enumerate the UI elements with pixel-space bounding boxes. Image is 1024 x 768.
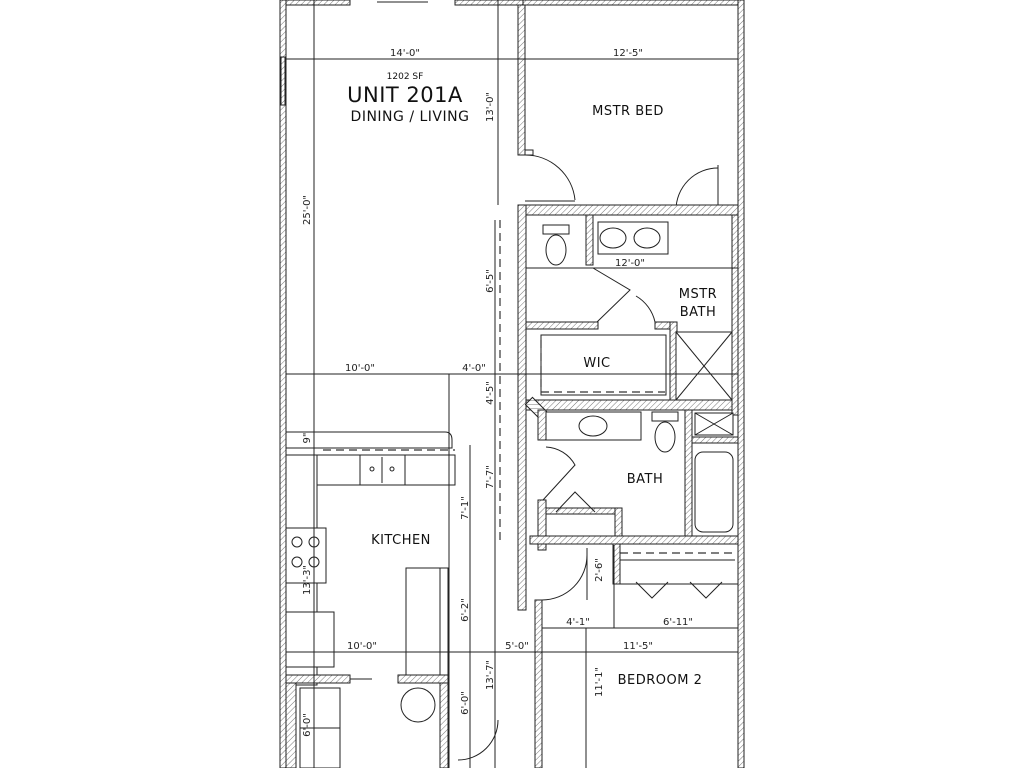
pantry bbox=[405, 567, 442, 679]
dimension-lines bbox=[285, 0, 738, 768]
dim-bed2-closet-a: 4'-1" bbox=[566, 617, 590, 628]
master-bath-walls bbox=[517, 204, 739, 611]
room-label-master-bed: MSTR BED bbox=[592, 104, 664, 119]
room-label-kitchen: KITCHEN bbox=[371, 533, 431, 548]
room-label-dining-living: DINING / LIVING bbox=[351, 109, 470, 125]
dim-bed2-closet-b: 6'-11" bbox=[663, 617, 693, 628]
room-label-master-bath-2: BATH bbox=[680, 305, 717, 320]
dim-master-depth: 13'-0" bbox=[485, 92, 496, 122]
range bbox=[285, 527, 327, 584]
unit-title: UNIT 201A bbox=[347, 83, 463, 107]
dim-kitchen-width-top: 10'-0" bbox=[345, 363, 375, 374]
master-bed-wall bbox=[517, 4, 526, 156]
sink-icon bbox=[633, 227, 661, 249]
room-label-bath: BATH bbox=[627, 472, 664, 487]
dryer bbox=[299, 727, 341, 768]
toilet-tank bbox=[542, 224, 570, 235]
dim-bath-depth: 7'-7" bbox=[485, 465, 496, 489]
dim-living-depth: 25'-0" bbox=[302, 195, 313, 225]
dim-laundry-depth: 13'-7" bbox=[485, 660, 496, 690]
exterior-walls bbox=[279, 0, 745, 768]
dim-hall-width: 4'-0" bbox=[462, 363, 486, 374]
kitchen-counters bbox=[285, 431, 456, 686]
dim-bed2-width: 11'-5" bbox=[623, 641, 653, 652]
toilet-icon bbox=[545, 234, 567, 266]
toilet-icon bbox=[654, 421, 676, 453]
dim-master-bath-depth: 6'-5" bbox=[485, 269, 496, 293]
bathtub bbox=[694, 451, 734, 533]
dim-wic-depth: 4'-5" bbox=[485, 381, 496, 405]
wic-shelving bbox=[540, 334, 667, 396]
room-label-wic: WIC bbox=[583, 356, 610, 371]
dim-kitchen-depth-total: 13'-3" bbox=[302, 565, 313, 595]
dim-pantry-depth: 6'-2" bbox=[460, 598, 471, 622]
dim-laundry-a: 6'-0" bbox=[460, 691, 471, 715]
dim-kitchen-depth-a: 7'-1" bbox=[460, 496, 471, 520]
room-label-bedroom-2: BEDROOM 2 bbox=[618, 673, 703, 688]
dim-counter-overhang: 9" bbox=[302, 433, 313, 444]
laundry bbox=[285, 674, 499, 768]
dim-living-width: 14'-0" bbox=[390, 48, 420, 59]
water-heater bbox=[400, 687, 436, 723]
dim-bed2-depth: 11'-1" bbox=[594, 667, 605, 697]
shower bbox=[675, 331, 733, 401]
master-bed-door bbox=[524, 149, 719, 212]
sink-icon bbox=[599, 227, 627, 249]
sink-icon bbox=[578, 415, 608, 437]
dim-closet-depth: 2'-6" bbox=[594, 558, 605, 582]
washer bbox=[299, 687, 341, 729]
toilet-tank bbox=[651, 411, 679, 422]
dim-laundry-b: 6'-0" bbox=[302, 713, 313, 737]
bath-walls bbox=[524, 396, 739, 551]
dim-kitchen-width-bottom: 10'-0" bbox=[347, 641, 377, 652]
dim-master-bath-width: 12'-0" bbox=[615, 258, 645, 269]
dim-master-width: 12'-5" bbox=[613, 48, 643, 59]
room-label-master-bath-1: MSTR bbox=[679, 287, 717, 302]
refrigerator bbox=[285, 611, 335, 668]
area-label: 1202 SF bbox=[387, 72, 424, 82]
dim-hall-width-bottom: 5'-0" bbox=[505, 641, 529, 652]
